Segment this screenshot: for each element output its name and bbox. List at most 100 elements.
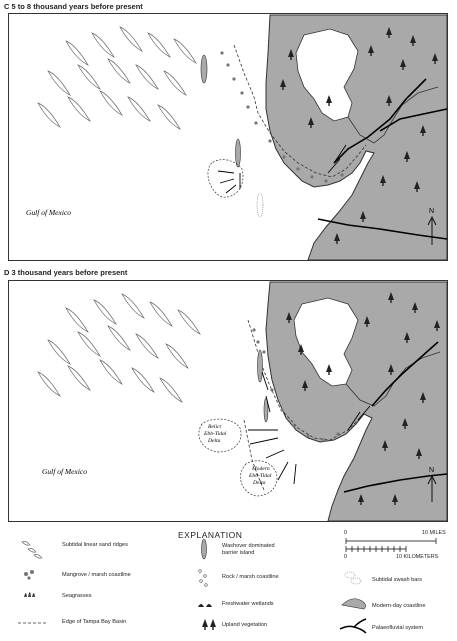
legend-freshwater: Freshwater wetlands [222,601,274,607]
mangrove-dot [282,155,286,159]
relict-delta-label-2: Ebb-Tidal [203,431,227,437]
tree-icon [382,440,388,451]
tree-icon [280,79,286,90]
ebb-tidal-delta [207,159,244,198]
sand-ridges [37,26,197,130]
panel-c-title: C 5 to 8 thousand years before present [4,2,143,11]
relict-delta-label-1: Relict [207,424,221,430]
panel-c-text: 5 to 8 thousand years before present [11,2,143,11]
panel-d-title: D 3 thousand years before present [4,268,127,277]
tree-icon [432,53,438,64]
modern-delta-label-3: Delta [252,480,266,486]
gulf-of-mexico-label: Gulf of Mexico [42,467,87,476]
flow-arrows [217,144,347,194]
mangrove-dot [310,175,314,179]
sand-ridge [37,102,61,128]
mangrove-dot [306,434,310,438]
tree-icon [402,418,408,429]
upland-vegetation [286,292,440,505]
mangrove-dot [336,432,340,436]
tree-icon [412,302,418,313]
sand-ridge [173,38,197,64]
upland-vegetation [280,27,438,244]
sand-ridge [121,293,145,319]
sand-ridges [37,293,201,403]
tree-icon [388,292,394,303]
basin-edge-line [243,419,265,491]
mangrove-coastline [220,51,344,183]
rock-marsh-symbol [198,569,208,587]
mangrove-dot [232,77,236,81]
barrier-island [257,349,263,383]
tree-icon [400,59,406,70]
sand-ridge [107,58,131,84]
barrier-island [200,54,208,84]
tree-icon [298,344,304,355]
freshwater-symbol [198,604,212,607]
sand-ridge [93,299,117,325]
tree-icon [326,95,332,106]
sand-ridge [99,359,123,385]
mangrove-dot [322,438,326,442]
mangrove-dot [296,167,300,171]
palaeofluvial-channel [333,78,427,164]
modern-delta-label-2: Ebb-Tidal [248,473,272,479]
tree-icon [286,312,292,323]
sand-ridge [65,307,89,333]
legend-sand-ridges: Subtidal linear sand ridges [62,542,128,548]
tree-icon [434,320,440,331]
barrier-island [263,397,269,423]
north-arrow: N [427,467,437,502]
mangrove-dot [246,105,250,109]
tree-icon [334,233,340,244]
palaeofluvial-south [317,218,448,240]
palaeofluvial-symbol [339,618,367,634]
bay-channel [347,86,439,144]
mangrove-dot [292,424,296,428]
tree-icon [386,27,392,38]
north-label: N [429,208,434,215]
tree-icon [302,380,308,391]
relict-ebb-tidal-delta [198,418,242,453]
sand-ridge [107,325,131,351]
legend-palaeofluvial: Palaeofluvial system [372,625,423,631]
tree-icon [420,125,426,136]
sand-ridge [163,70,187,96]
map-panel-d-svg: Relict Ebb-Tidal Delta Modern Ebb-Tidal … [8,280,448,522]
scale-km-label: 10 KILOMETERS [396,554,439,560]
mangrove-dot [340,173,344,177]
panel-c-letter: C [4,2,10,11]
sand-ridge [67,96,91,122]
sand-ridge [77,331,101,357]
tree-icon [388,364,394,375]
washover-symbol [201,538,207,560]
map-panel-c-svg: Gulf of Mexico N [8,13,448,261]
legend-rock-marsh: Rock / marsh coastline [222,574,279,580]
sand-ridge [67,365,91,391]
mangrove-dot [240,91,244,95]
sand-ridge [37,371,61,397]
mangrove-symbol [24,570,34,580]
mangrove-dot [220,51,224,55]
legend-seagrasses: Seagrasses [62,593,92,599]
sand-ridges-symbol [21,541,43,559]
panel-d-letter: D [4,268,10,277]
legend-upland: Upland vegetation [222,622,268,628]
tree-icon [288,49,294,60]
swash-bar [256,192,264,218]
tree-icon [416,448,422,459]
tree-icon [392,494,398,505]
legend-mangrove: Mangrove / marsh coastline [62,572,131,578]
upland-vegetation-symbol [202,619,216,630]
panel-d-text: 3 thousand years before present [11,268,128,277]
palaeofluvial-branch [379,108,448,132]
sand-ridge [177,309,201,335]
sand-ridge [135,64,159,90]
modern-delta-label-1: Modern [251,466,270,472]
mangrove-coastline [252,328,340,442]
sand-ridge [91,32,115,58]
tree-icon [420,392,426,403]
sand-ridge [99,90,123,116]
modern-coastline-symbol [341,598,366,610]
mangrove-dot [256,340,260,344]
